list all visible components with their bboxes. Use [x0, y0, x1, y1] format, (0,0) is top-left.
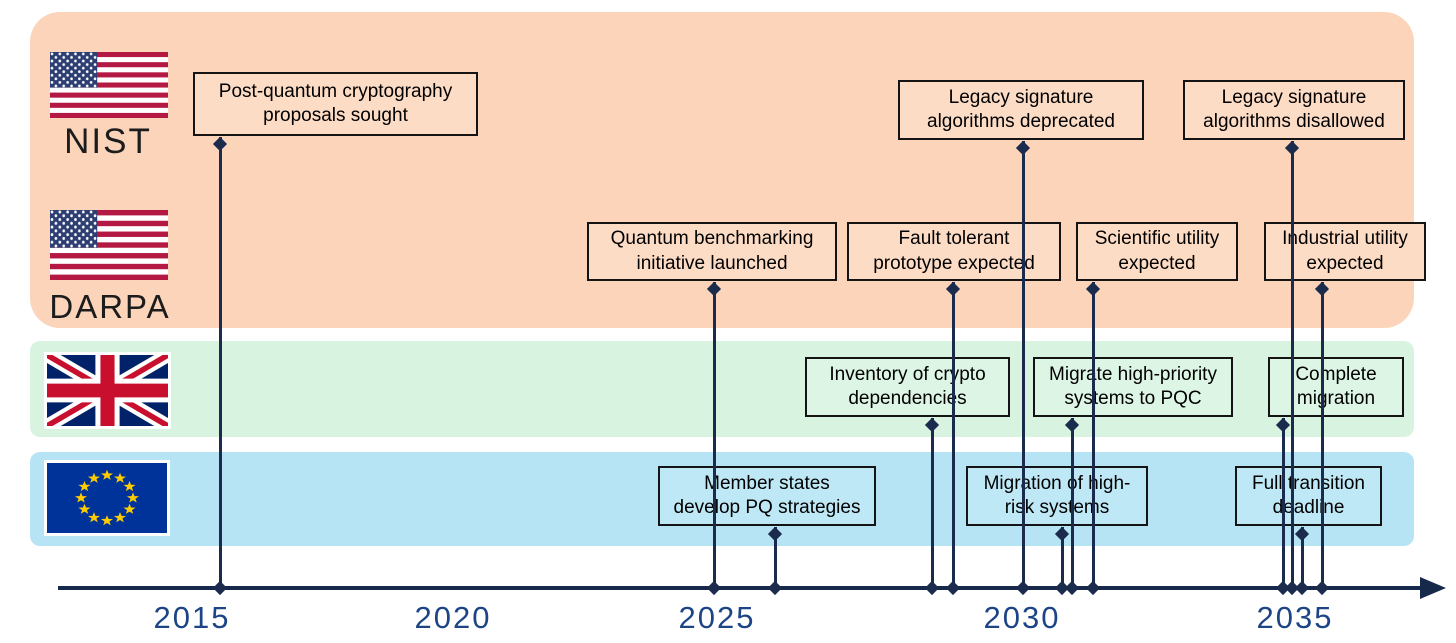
event-box-quantum-benchmarking-launched: Quantum benchmarking initiative launched — [587, 222, 837, 281]
event-line-full-transition-deadline — [1300, 527, 1304, 588]
year-label-2030: 2030 — [983, 600, 1061, 635]
event-box-legacy-signatures-disallowed: Legacy signature algorithms disallowed — [1183, 80, 1405, 140]
event-box-legacy-signatures-deprecated: Legacy signature algorithms deprecated — [898, 80, 1144, 140]
event-marker-axis-inventory-crypto-dependencies — [924, 580, 940, 596]
event-line-legacy-signatures-deprecated — [1021, 141, 1025, 588]
eu-flag-icon — [47, 463, 167, 533]
event-line-pq-proposals-sought — [218, 137, 222, 588]
year-label-2025: 2025 — [678, 600, 756, 635]
year-label-2035: 2035 — [1256, 600, 1334, 635]
timeline-axis — [58, 586, 1424, 590]
event-marker-axis-fault-tolerant-prototype — [945, 580, 961, 596]
darpa-us-flag-icon — [50, 210, 168, 280]
event-box-scientific-utility: Scientific utility expected — [1076, 222, 1238, 281]
event-line-scientific-utility — [1091, 282, 1095, 588]
event-line-fault-tolerant-prototype — [951, 282, 955, 588]
event-box-member-states-pq-strategies: Member states develop PQ strategies — [658, 466, 876, 526]
event-marker-axis-quantum-benchmarking-launched — [706, 580, 722, 596]
event-line-inventory-crypto-dependencies — [930, 418, 934, 588]
event-marker-axis-migration-high-risk-systems — [1054, 580, 1070, 596]
event-box-inventory-crypto-dependencies: Inventory of crypto dependencies — [805, 357, 1010, 417]
event-marker-axis-industrial-utility — [1314, 580, 1330, 596]
event-line-legacy-signatures-disallowed — [1290, 141, 1294, 588]
event-box-migrate-high-priority-pqc: Migrate high-priority systems to PQC — [1033, 357, 1233, 417]
event-box-migration-high-risk-systems: Migration of high- risk systems — [966, 466, 1148, 526]
event-box-complete-migration: Complete migration — [1268, 357, 1404, 417]
event-line-industrial-utility — [1320, 282, 1324, 588]
event-box-pq-proposals-sought: Post-quantum cryptography proposals soug… — [193, 72, 478, 136]
uk-flag-icon — [47, 355, 168, 426]
event-marker-axis-member-states-pq-strategies — [767, 580, 783, 596]
event-line-migration-high-risk-systems — [1060, 527, 1064, 588]
event-line-quantum-benchmarking-launched — [712, 282, 716, 588]
org-label-nist: NIST — [64, 122, 152, 161]
nist-us-flag-icon — [50, 52, 168, 118]
event-marker-axis-pq-proposals-sought — [212, 580, 228, 596]
year-label-2020: 2020 — [414, 600, 492, 635]
year-label-2015: 2015 — [153, 600, 231, 635]
event-marker-axis-scientific-utility — [1085, 580, 1101, 596]
timeline-axis-arrowhead — [1420, 577, 1446, 599]
event-marker-axis-full-transition-deadline — [1294, 580, 1310, 596]
event-box-fault-tolerant-prototype: Fault tolerant prototype expected — [847, 222, 1061, 281]
event-marker-axis-legacy-signatures-deprecated — [1015, 580, 1031, 596]
event-box-industrial-utility: Industrial utility expected — [1264, 222, 1426, 281]
event-line-migrate-high-priority-pqc — [1070, 418, 1074, 588]
event-line-member-states-pq-strategies — [773, 527, 777, 588]
event-box-full-transition-deadline: Full transition deadline — [1235, 466, 1382, 526]
org-label-darpa: DARPA — [49, 288, 171, 325]
event-line-complete-migration — [1281, 418, 1285, 588]
